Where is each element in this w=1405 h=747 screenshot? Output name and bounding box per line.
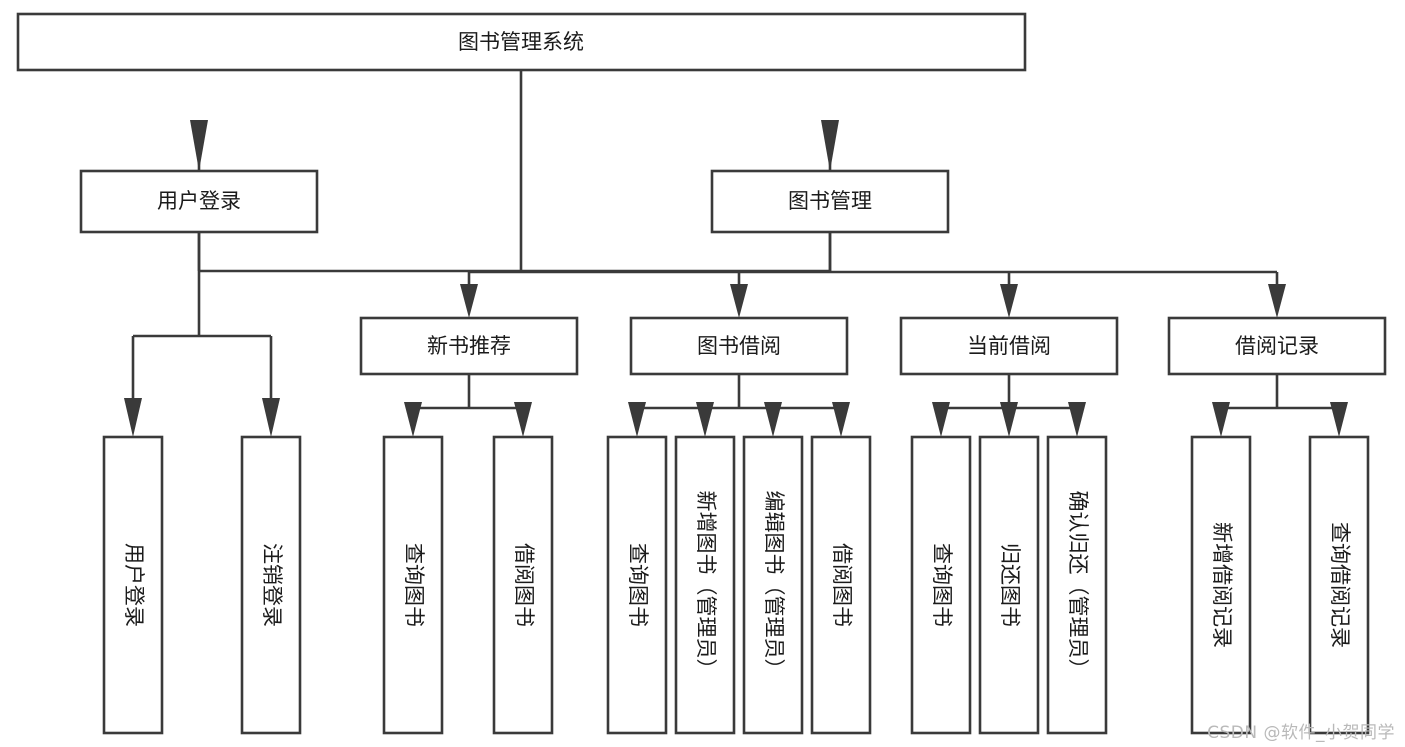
node-leaf-add-record-label: 新增借阅记录 [1210,522,1234,648]
node-leaf-confirm-return-label: 确认归还（管理员） [1066,491,1090,680]
node-leaf-confirm-return[interactable]: 确认归还（管理员） [1046,435,1108,735]
node-leaf-add-book-label: 新增图书（管理员） [694,491,718,680]
node-root-label: 图书管理系统 [458,30,584,54]
node-leaf-query-book-1-box[interactable] [382,435,444,735]
node-leaf-borrow-book-1-label: 借阅图书 [512,543,536,627]
node-user-login-box[interactable] [79,169,319,234]
node-book-borrow-box[interactable] [629,316,849,376]
node-book-borrow[interactable]: 图书借阅 [629,316,849,376]
node-new-book-rec[interactable]: 新书推荐 [359,316,579,376]
arrowhead-to-user-login [190,120,208,171]
node-book-manage-box[interactable] [710,169,950,234]
arrowhead-leaf-query-record [1330,402,1348,437]
node-borrow-record-label: 借阅记录 [1235,334,1319,358]
node-leaf-query-record[interactable]: 查询借阅记录 [1308,435,1370,735]
node-leaf-query-book-2-box[interactable] [606,435,668,735]
arrowhead-to-new-book-rec [460,284,478,318]
node-leaf-borrow-book-2-box[interactable] [810,435,872,735]
node-leaf-return-book-label: 归还图书 [998,543,1022,627]
node-leaf-return-book-box[interactable] [978,435,1040,735]
node-user-login-label: 用户登录 [157,189,241,213]
node-root-box[interactable] [16,12,1027,72]
arrowhead-to-borrow-record [1268,284,1286,318]
arrowhead-to-current-borrow [1000,284,1018,318]
node-leaf-borrow-book-1-box[interactable] [492,435,554,735]
arrowhead-to-book-manage [821,120,839,171]
arrowhead-leaf-borrow-book-2 [832,402,850,437]
node-leaf-add-record-box[interactable] [1190,435,1252,735]
node-leaf-query-book-1-label: 查询图书 [402,543,426,627]
node-leaf-query-record-box[interactable] [1308,435,1370,735]
node-leaf-logout[interactable]: 注销登录 [240,435,302,735]
node-leaf-logout-box[interactable] [240,435,302,735]
arrowhead-leaf-add-record [1212,402,1230,437]
node-leaf-edit-book-label: 编辑图书（管理员） [762,491,786,680]
arrowhead-leaf-query-book-1 [404,402,422,437]
node-leaf-logout-label: 注销登录 [260,543,284,627]
node-leaf-user-login[interactable]: 用户登录 [102,435,164,735]
node-root[interactable]: 图书管理系统 [16,12,1027,72]
node-leaf-add-book[interactable]: 新增图书（管理员） [674,435,736,735]
node-leaf-edit-book-box[interactable] [742,435,804,735]
node-current-borrow-label: 当前借阅 [967,334,1051,358]
node-leaf-return-book[interactable]: 归还图书 [978,435,1040,735]
node-current-borrow[interactable]: 当前借阅 [899,316,1119,376]
node-leaf-user-login-label: 用户登录 [122,543,146,627]
arrowhead-leaf-edit-book [764,402,782,437]
arrowhead-leaf-user-login [124,398,142,437]
node-new-book-rec-box[interactable] [359,316,579,376]
node-leaf-user-login-box[interactable] [102,435,164,735]
node-borrow-record-box[interactable] [1167,316,1387,376]
node-leaf-query-book-3-box[interactable] [910,435,972,735]
node-leaf-borrow-book-2[interactable]: 借阅图书 [810,435,872,735]
arrowhead-leaf-confirm-return [1068,402,1086,437]
csdn-watermark: CSDN @软件_小贺同学 [1207,723,1395,743]
node-leaf-confirm-return-box[interactable] [1046,435,1108,735]
arrowhead-leaf-query-book-2 [628,402,646,437]
node-leaf-query-book-3[interactable]: 查询图书 [910,435,972,735]
arrowhead-leaf-add-book [696,402,714,437]
arrowhead-leaf-logout [262,398,280,437]
node-leaf-query-book-3-label: 查询图书 [930,543,954,627]
arrowhead-layer [124,120,1348,437]
node-leaf-query-book-2-label: 查询图书 [626,543,650,627]
node-leaf-add-book-box[interactable] [674,435,736,735]
arrowhead-leaf-query-book-3 [932,402,950,437]
arrowhead-leaf-return-book [1000,402,1018,437]
node-user-login[interactable]: 用户登录 [79,169,319,234]
node-leaf-edit-book[interactable]: 编辑图书（管理员） [742,435,804,735]
node-leaf-add-record[interactable]: 新增借阅记录 [1190,435,1252,735]
node-leaf-query-book-2[interactable]: 查询图书 [606,435,668,735]
node-new-book-rec-label: 新书推荐 [427,334,511,358]
node-book-manage[interactable]: 图书管理 [710,169,950,234]
node-leaf-query-book-1[interactable]: 查询图书 [382,435,444,735]
node-leaf-borrow-book-2-label: 借阅图书 [830,543,854,627]
node-current-borrow-box[interactable] [899,316,1119,376]
arrowhead-leaf-borrow-book-1 [514,402,532,437]
node-borrow-record[interactable]: 借阅记录 [1167,316,1387,376]
arrowhead-to-book-borrow [730,284,748,318]
node-book-borrow-label: 图书借阅 [697,334,781,358]
node-leaf-query-record-label: 查询借阅记录 [1328,522,1352,648]
node-leaf-borrow-book-1[interactable]: 借阅图书 [492,435,554,735]
node-book-manage-label: 图书管理 [788,189,872,213]
